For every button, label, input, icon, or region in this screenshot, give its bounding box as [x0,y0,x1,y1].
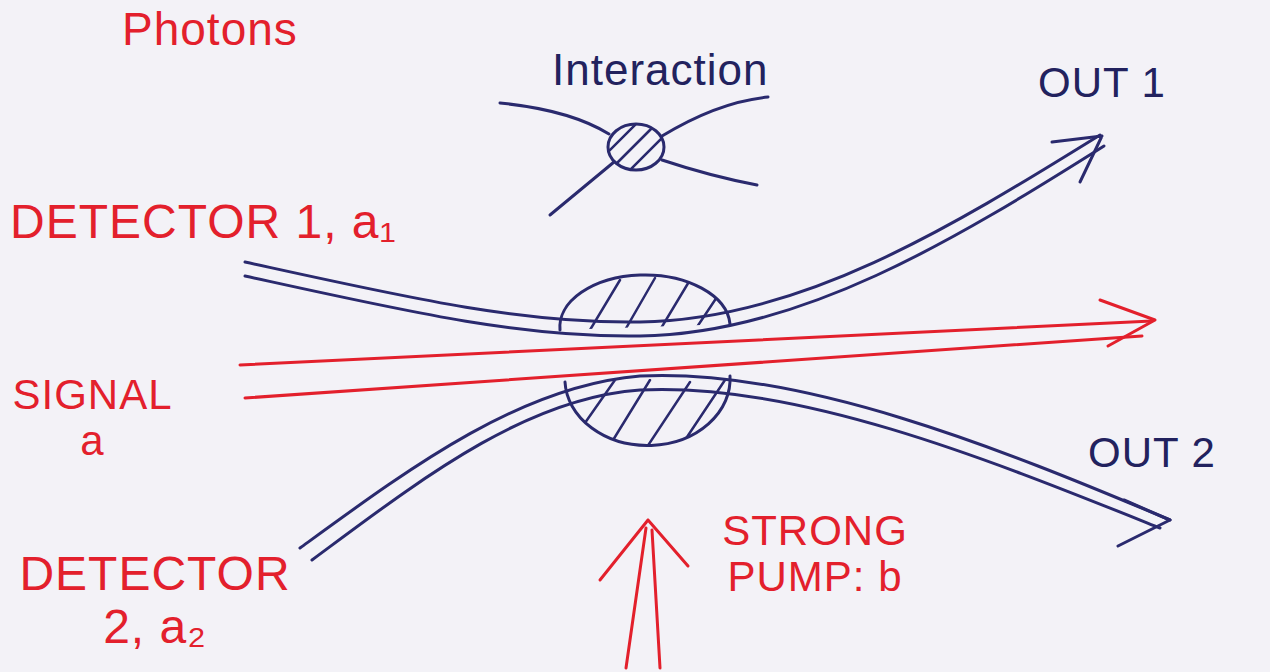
idler-beams [245,97,1170,560]
detector-label: DETECTOR 2, a₂ [10,548,300,654]
output-label: OUT 2 [1088,430,1216,476]
detector-label: DETECTOR 1, a₁ [10,196,397,249]
signal-label: SIGNAL a [10,372,175,464]
signal-and-pump [240,300,1155,668]
diagram-title: Photons [122,4,298,55]
pump-label: STRONG PUMP: b [700,508,930,600]
output-label: OUT 1 [1038,60,1166,106]
interaction-label: Interaction [552,46,768,94]
